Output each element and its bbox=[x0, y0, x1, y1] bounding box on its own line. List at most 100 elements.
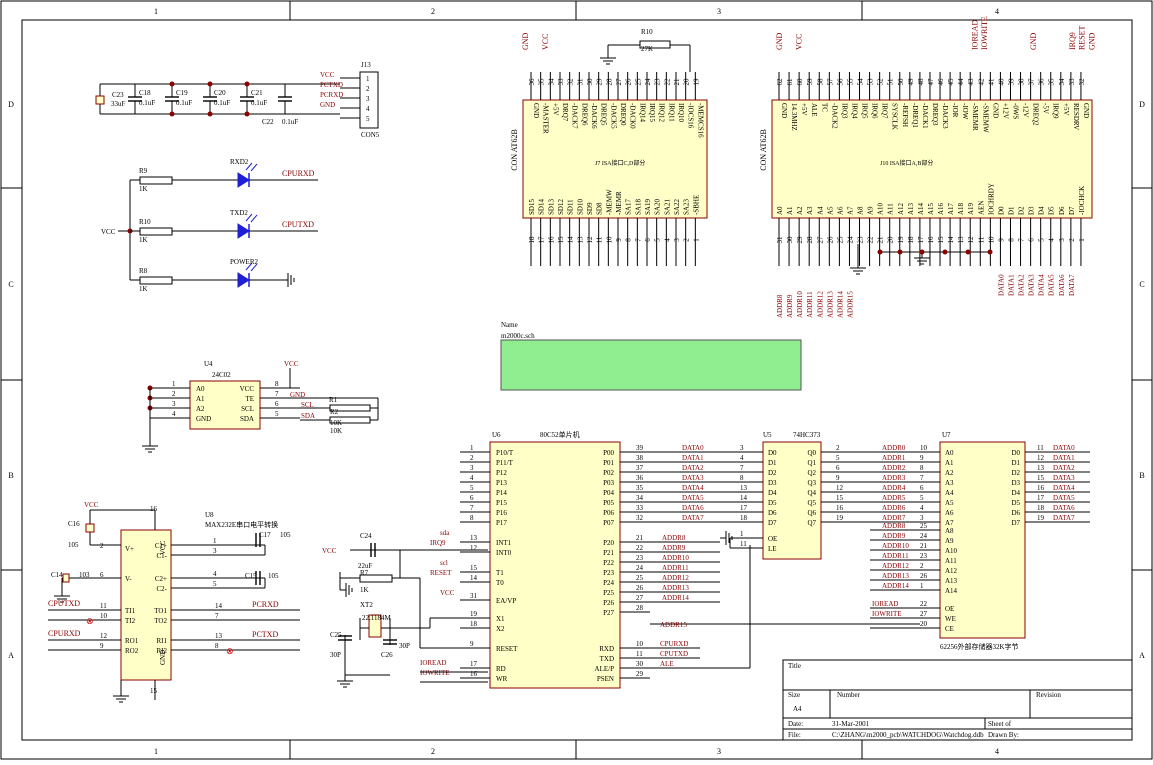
u7-addr-net: ADDR11 bbox=[882, 552, 909, 560]
frame-row-label: D bbox=[1139, 100, 1145, 109]
isa-ab-top-label: -IOR bbox=[951, 103, 959, 118]
isa-ab-data-net: DATA5 bbox=[1048, 274, 1056, 296]
resistor-ref: R10 bbox=[139, 218, 151, 226]
no-connect-icon: ⊗ bbox=[226, 646, 234, 656]
u7-data-net: DATA7 bbox=[1053, 514, 1075, 522]
u6-data-net: DATA3 bbox=[682, 474, 704, 482]
led-arrow bbox=[245, 162, 253, 171]
led-label: RXD2 bbox=[230, 158, 249, 166]
u6-pin: 9 bbox=[470, 640, 474, 648]
u6-data-net: DATA2 bbox=[682, 464, 704, 472]
isa-ab-top-label: -SMEMW bbox=[981, 103, 989, 133]
u6-addr-net: ADDR14 bbox=[662, 594, 689, 602]
u7-pin-label: D6 bbox=[1011, 509, 1020, 517]
isa-ab-bot-label: -IOCHCK bbox=[1078, 186, 1086, 215]
isa-ab-top-pin: 49 bbox=[907, 78, 915, 86]
u8-title: MAX232E串口电平转换 bbox=[205, 520, 278, 529]
frame-row-label: A bbox=[1139, 651, 1145, 660]
u5-pin-label: Q3 bbox=[807, 479, 816, 487]
isa-ab-top-label: IRQ9 bbox=[1052, 103, 1060, 119]
title-label: Title bbox=[788, 662, 801, 670]
isa-ab-top-label: IRQ5 bbox=[861, 103, 869, 119]
u7-pin-label: D0 bbox=[1011, 449, 1020, 457]
u7-title: 62256外部存储器32K字节 bbox=[940, 642, 1019, 651]
u6-addr-net: ADDR13 bbox=[662, 584, 689, 592]
isa-cd-bot-label: SD15 bbox=[528, 199, 536, 215]
u7-pin-label: D7 bbox=[1011, 519, 1020, 527]
j13-ref: J13 bbox=[361, 61, 371, 69]
u7-ctrl-net: IOWRITE bbox=[872, 610, 902, 618]
c23-value: 33uF bbox=[111, 100, 126, 108]
isa-ab-data-net: DATA1 bbox=[1007, 274, 1015, 296]
u6-data-pin: 35 bbox=[662, 489, 663, 490]
u7-pin: 8 bbox=[920, 464, 924, 472]
isa-ab-top-label: GND bbox=[780, 103, 788, 118]
u6-data-net: DATA0 bbox=[682, 444, 704, 452]
isa-ab-top-pin: 39 bbox=[1007, 78, 1015, 86]
isa-ab-top-label: -DREQ1 bbox=[911, 103, 919, 128]
u6-pin-label: PSEN bbox=[597, 675, 614, 683]
u6-pin: 33 bbox=[636, 504, 644, 512]
u7-addr-net: ADDR4 bbox=[882, 484, 906, 492]
isa-ab-top-pin: 45 bbox=[947, 78, 955, 86]
isa-ab-bot-pin: 21 bbox=[877, 236, 885, 244]
c15-value: 105 bbox=[268, 572, 279, 580]
r-value: 10K bbox=[330, 419, 342, 427]
isa-cd-bot-pin: 17 bbox=[538, 236, 546, 244]
u7-data-net: DATA4 bbox=[1053, 484, 1075, 492]
u6-pin: 24 bbox=[636, 564, 644, 572]
u6-ref: U6 bbox=[492, 431, 501, 439]
isa-cd-top-label: DREQ6 bbox=[580, 103, 588, 126]
u7-pin: 20 bbox=[920, 620, 928, 628]
frame-row-label: C bbox=[8, 280, 13, 289]
isa-ab-top-pin: 57 bbox=[826, 78, 834, 86]
frame-column-label: 2 bbox=[431, 7, 435, 16]
isa-cd-bot-pin: 7 bbox=[634, 238, 642, 242]
u7-addr-net: ADDR2 bbox=[882, 464, 906, 472]
name-label: Name bbox=[501, 321, 518, 329]
isa-cd-ref: CON AT62B bbox=[510, 129, 519, 171]
isa-ab-net: VCC bbox=[795, 34, 804, 50]
u8-pin: 15 bbox=[150, 687, 158, 695]
u7-pin-label: A13 bbox=[945, 577, 958, 585]
u5-pin-label: Q2 bbox=[807, 469, 816, 477]
isa-ab-bot-label: A14 bbox=[917, 202, 925, 215]
isa-cd-bot-label: SA22 bbox=[673, 199, 681, 215]
u6-pin-label: P04 bbox=[603, 489, 614, 497]
u6-pin: 35 bbox=[636, 484, 644, 492]
isa-ab-bot-pin: 11 bbox=[977, 236, 985, 243]
isa-ab-bot-pin: 1 bbox=[1078, 238, 1086, 242]
isa-ab-top-pin: 32 bbox=[1078, 78, 1086, 86]
u6-pin: 10 bbox=[636, 640, 644, 648]
u5-pin: 9 bbox=[836, 474, 840, 482]
led-arrow bbox=[245, 262, 253, 271]
u6-pin-label: P15 bbox=[496, 499, 507, 507]
isa-ab-top-pin: 36 bbox=[1038, 78, 1046, 86]
isa-ab-bot-label: D5 bbox=[1048, 206, 1056, 215]
u5-pin-label: Q5 bbox=[807, 499, 816, 507]
u5-pin: 18 bbox=[740, 514, 748, 522]
isa-ab-data-net: DATA0 bbox=[997, 274, 1005, 296]
u4-gnd-net: GND bbox=[290, 391, 305, 399]
isa-cd-top-label: DRQ7 bbox=[561, 103, 569, 122]
u7-addr-net: ADDR6 bbox=[882, 504, 906, 512]
u6-data-net: DATA5 bbox=[682, 494, 704, 502]
resistor-ref: R9 bbox=[139, 167, 148, 175]
u6-serial-net: CPUTXD bbox=[660, 650, 688, 658]
u5-pin: 1 bbox=[740, 530, 744, 538]
isa-cd-top-pin: 20 bbox=[683, 78, 691, 86]
isa-ab-bot-label: A4 bbox=[816, 206, 824, 215]
isa-ab-top-pin: 40 bbox=[997, 78, 1005, 86]
frame-row-label: B bbox=[1139, 471, 1144, 480]
u6-pin-label: P27 bbox=[603, 609, 614, 617]
c16-ref: C16 bbox=[68, 520, 80, 528]
isa-ab-data-net: DATA7 bbox=[1068, 274, 1076, 296]
u7-pin: 5 bbox=[920, 494, 924, 502]
r10-ref: R10 bbox=[641, 28, 653, 36]
u6-net: RESET bbox=[430, 569, 452, 577]
u7-data-net: DATA1 bbox=[1053, 454, 1075, 462]
u6-pin: 39 bbox=[636, 444, 644, 452]
u5-pin: 11 bbox=[740, 540, 747, 548]
u5-pin-label: D3 bbox=[768, 479, 777, 487]
u8-net: PCRXD bbox=[252, 600, 279, 609]
